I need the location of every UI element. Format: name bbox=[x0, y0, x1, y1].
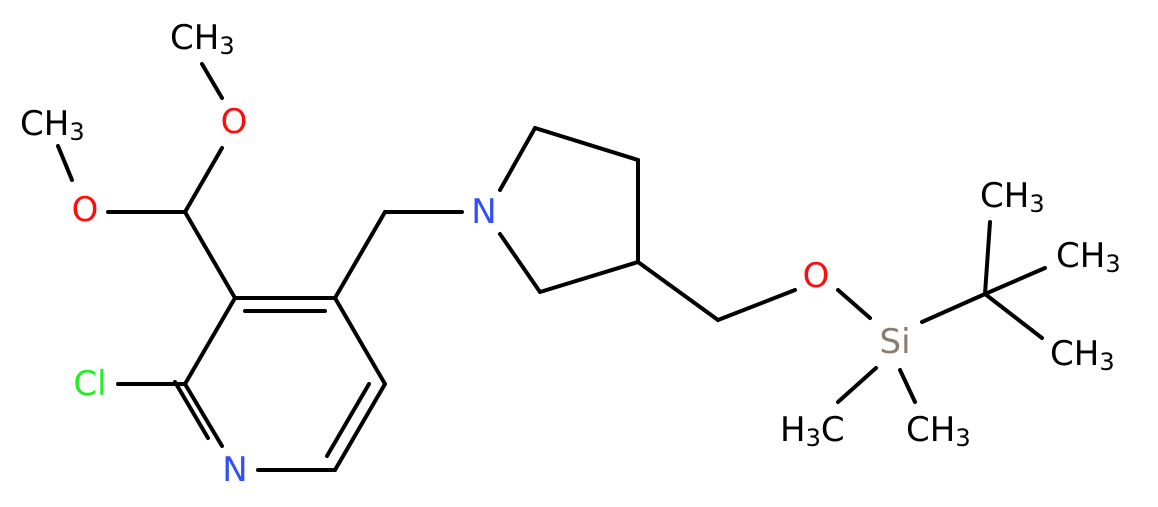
bonds bbox=[56, 62, 1047, 472]
bond-cc-ch2 bbox=[636, 260, 720, 322]
ch3-si-right-text: CH bbox=[906, 410, 955, 450]
ch3-tbu-top-label: CH3 bbox=[980, 176, 1045, 218]
ch3-tbu-top-text: CH bbox=[980, 176, 1029, 216]
bond-o-si bbox=[836, 288, 872, 320]
bond-c2-c3 bbox=[183, 296, 237, 386]
h3c-si-left-label: H3C bbox=[780, 410, 845, 452]
ch3-top-label: CH3 bbox=[170, 18, 235, 60]
h3c-si-left-subscript: 3 bbox=[806, 424, 821, 452]
bond-ctbu-ch3-low bbox=[983, 292, 1044, 340]
bond-c4-ch2 bbox=[333, 210, 387, 300]
oxygen-upper-label: O bbox=[221, 102, 248, 142]
ch3-tbu-low-text: CH bbox=[1050, 334, 1099, 374]
ch3-tbu-right-label: CH3 bbox=[1056, 236, 1121, 278]
silicon-label: Si bbox=[879, 322, 910, 362]
bond-cc-cd bbox=[538, 260, 640, 294]
ch3-top-text: CH bbox=[170, 18, 219, 58]
nitrogen-pyridine-label: N bbox=[222, 450, 247, 490]
bond-ca-cb bbox=[533, 126, 640, 162]
bond-ch3-o-left bbox=[56, 144, 74, 182]
bond-si-ch3-right bbox=[898, 368, 917, 404]
ch3-left-text: CH bbox=[20, 104, 69, 144]
ch3-tbu-low-label: CH3 bbox=[1050, 334, 1115, 376]
ch3-si-right-subscript: 3 bbox=[955, 424, 970, 452]
ch3-top-subscript: 3 bbox=[219, 32, 234, 60]
ch3-tbu-right-subscript: 3 bbox=[1105, 250, 1120, 278]
bond-c5-c6-double bbox=[325, 382, 371, 458]
bond-c4-c5 bbox=[333, 296, 387, 386]
oxygen-silyl-label: O bbox=[803, 256, 830, 296]
bond-n-c2 bbox=[183, 382, 224, 448]
ch3-si-right-label: CH3 bbox=[906, 410, 971, 452]
bond-ch2-o bbox=[716, 288, 797, 322]
bond-ch3-o-upper bbox=[200, 62, 224, 100]
ch3-tbu-top-subscript: 3 bbox=[1029, 190, 1044, 218]
ch3-tbu-right-text: CH bbox=[1056, 236, 1105, 276]
h3c-si-left-h: H bbox=[780, 410, 806, 450]
bond-ch-c3 bbox=[183, 210, 237, 300]
atom-labels: CH3 O CH3 O Cl N N O Si CH3 CH3 CH3 CH3 … bbox=[20, 18, 1121, 490]
bond-o-upper-ch bbox=[183, 146, 224, 214]
nitrogen-pyrrolidine-label: N bbox=[471, 192, 496, 232]
bond-n-c2-double bbox=[173, 380, 210, 440]
chlorine-label: Cl bbox=[73, 364, 106, 404]
ch3-tbu-low-subscript: 3 bbox=[1099, 348, 1114, 376]
bond-n-ca bbox=[498, 126, 537, 192]
bond-si-ch3-left bbox=[836, 366, 878, 404]
ch3-left-label: CH3 bbox=[20, 104, 85, 146]
ch3-left-subscript: 3 bbox=[69, 118, 84, 146]
bond-cd-n bbox=[498, 232, 542, 294]
bond-ctbu-ch3-top bbox=[983, 220, 992, 296]
h3c-si-left-c: C bbox=[821, 410, 845, 450]
bond-c5-c6 bbox=[333, 382, 387, 472]
bond-ctbu-ch3-right bbox=[983, 266, 1047, 296]
oxygen-left-label: O bbox=[72, 190, 99, 230]
bond-si-ctbu bbox=[920, 292, 987, 324]
